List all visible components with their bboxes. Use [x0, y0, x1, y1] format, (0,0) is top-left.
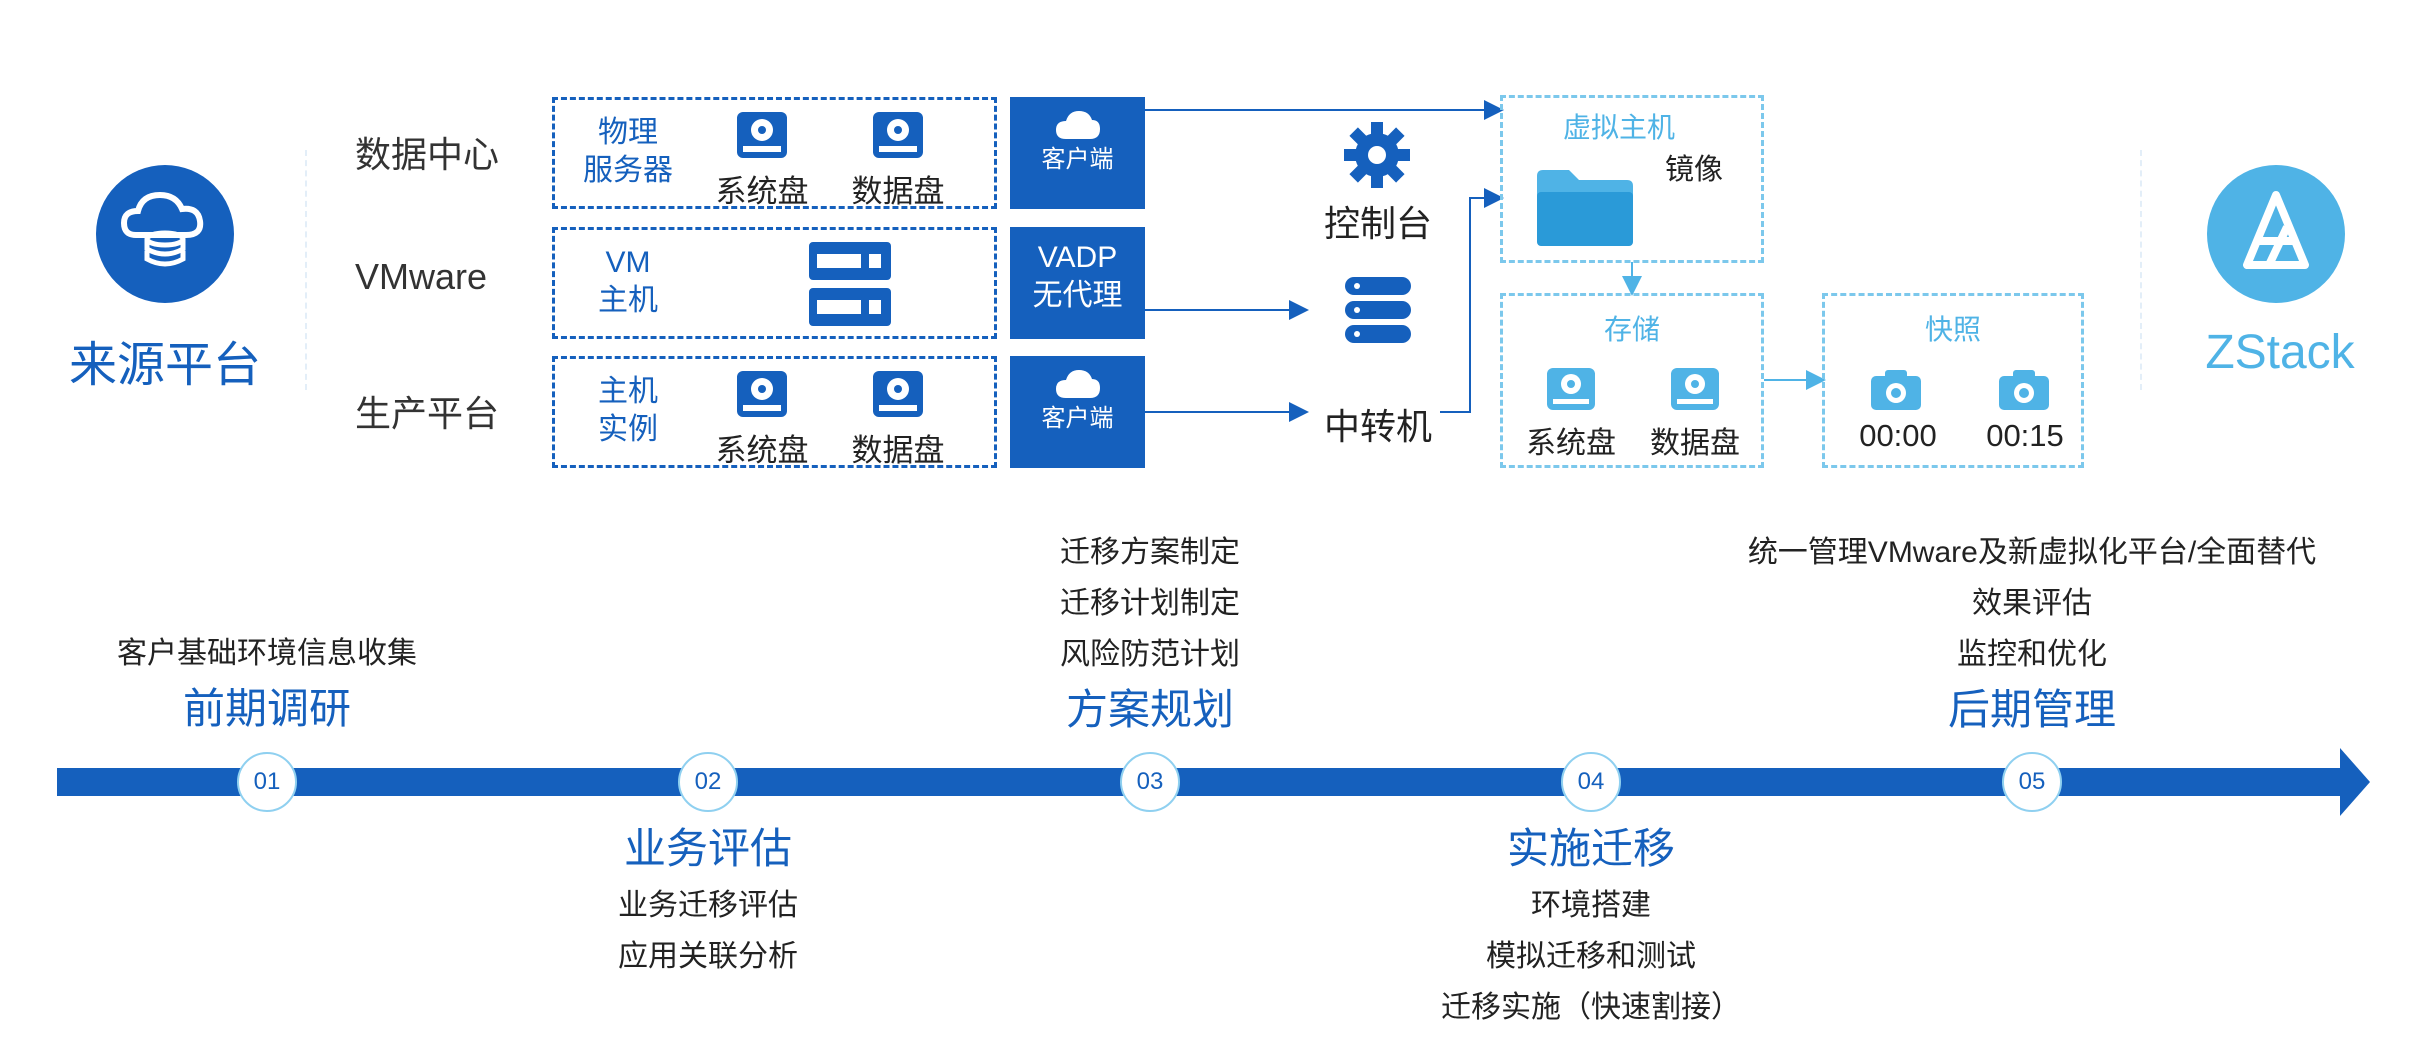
connection-lines — [1145, 100, 1826, 422]
step-node-04: 04 — [1561, 752, 1621, 812]
system-disk-icon — [737, 112, 787, 158]
step-node-01: 01 — [237, 752, 297, 812]
vadp-agent-box: VADP 无代理 — [1010, 227, 1145, 339]
step-desc: 客户基础环境信息收集 — [117, 637, 417, 670]
step-desc: 监控和优化 — [1957, 638, 2107, 671]
row-label-datacenter: 数据中心 — [355, 134, 500, 175]
step-desc: 效果评估 — [1972, 587, 2092, 620]
cloud-icon — [1056, 370, 1100, 398]
server-stack-icon — [1345, 277, 1411, 343]
data-disk-label: 数据盘 — [851, 433, 945, 468]
target-title: ZStack — [2205, 326, 2355, 379]
camera-icon — [1999, 370, 2049, 410]
vadp-agent-label: VADP 无代理 — [1032, 241, 1123, 312]
client-agent-box: 客户端 — [1010, 97, 1145, 209]
timeline-bar — [57, 768, 2357, 796]
row-label-vmware: VMware — [355, 256, 488, 297]
arrow-relay-to-vm — [1440, 188, 1504, 413]
step-04-block: 实施迁移 环境搭建 模拟迁移和测试 迁移实施（快速割接） — [1341, 815, 1841, 1033]
gear-icon — [1344, 122, 1410, 188]
console-label: 控制台 — [1323, 203, 1432, 244]
step-desc: 模拟迁移和测试 — [1486, 940, 1696, 973]
virtual-host-box: 虚拟主机 镜像 — [1500, 95, 1764, 263]
step-node-03: 03 — [1120, 752, 1180, 812]
step-01-block: 客户基础环境信息收集 前期调研 — [67, 628, 467, 736]
system-disk-label: 系统盘 — [715, 174, 809, 209]
server-rack-icon — [809, 242, 891, 326]
step-05-block: 统一管理VMware及新虚拟化平台/全面替代 效果评估 监控和优化 后期管理 — [1682, 527, 2382, 737]
step-node-02: 02 — [678, 752, 738, 812]
step-desc: 迁移实施（快速割接） — [1441, 991, 1741, 1024]
step-02-block: 业务评估 业务迁移评估 应用关联分析 — [508, 815, 908, 982]
divider-right — [2140, 150, 2142, 390]
target-platform: ZStack — [2175, 165, 2385, 405]
vm-host-label: VM 主机 — [598, 246, 658, 317]
data-disk-icon — [873, 371, 923, 417]
client-agent-label: 客户端 — [1041, 405, 1114, 432]
physical-server-box: 物理 服务器 系统盘 数据盘 — [552, 97, 997, 209]
snapshot-box: 快照 00:00 00:15 — [1822, 293, 2084, 468]
step-title: 方案规划 — [1065, 686, 1234, 733]
step-title: 前期调研 — [182, 685, 351, 732]
step-desc: 统一管理VMware及新虚拟化平台/全面替代 — [1747, 536, 2317, 569]
relay-label: 中转机 — [1323, 406, 1432, 447]
step-desc: 环境搭建 — [1531, 889, 1651, 922]
step-title: 实施迁移 — [1506, 825, 1675, 872]
physical-server-label: 物理 服务器 — [583, 116, 673, 187]
timeline-arrowhead — [2340, 748, 2370, 816]
data-disk-icon — [873, 112, 923, 158]
cloud-icon — [1056, 111, 1100, 139]
vm-host-box: VM 主机 — [552, 227, 997, 339]
storage-title: 存储 — [1603, 314, 1660, 345]
system-disk-icon — [1547, 368, 1595, 410]
step-desc: 业务迁移评估 — [618, 889, 798, 922]
virtual-host-title: 虚拟主机 — [1563, 112, 1676, 143]
data-disk-label: 数据盘 — [1650, 427, 1740, 460]
step-title: 后期管理 — [1947, 686, 2116, 733]
row-label-production: 生产平台 — [355, 393, 500, 434]
system-disk-label: 系统盘 — [715, 433, 809, 468]
step-node-05: 05 — [2002, 752, 2062, 812]
data-disk-label: 数据盘 — [851, 174, 945, 209]
step-desc: 应用关联分析 — [618, 940, 798, 973]
data-disk-icon — [1671, 368, 1719, 410]
cloud-database-icon — [96, 165, 234, 303]
step-desc: 迁移计划制定 — [1060, 587, 1240, 620]
host-instance-box: 主机 实例 系统盘 数据盘 — [552, 356, 997, 468]
step-desc: 风险防范计划 — [1060, 638, 1240, 671]
system-disk-icon — [737, 371, 787, 417]
host-instance-label: 主机 实例 — [598, 375, 658, 446]
source-title: 来源平台 — [68, 339, 261, 392]
snapshot-time-1: 00:00 — [1859, 418, 1937, 453]
client-agent-box: 客户端 — [1010, 356, 1145, 468]
folder-icon — [1537, 170, 1633, 246]
step-desc: 迁移方案制定 — [1060, 536, 1240, 569]
source-platform: 来源平台 — [50, 165, 280, 405]
client-agent-label: 客户端 — [1041, 146, 1114, 173]
system-disk-label: 系统盘 — [1526, 427, 1616, 460]
storage-box: 存储 系统盘 数据盘 — [1500, 293, 1764, 468]
image-label: 镜像 — [1665, 154, 1724, 186]
step-title: 业务评估 — [623, 825, 792, 872]
camera-icon — [1871, 370, 1921, 410]
zstack-logo-icon — [2207, 165, 2345, 303]
divider-left — [305, 150, 307, 390]
snapshot-title: 快照 — [1924, 314, 1981, 345]
snapshot-time-2: 00:15 — [1986, 418, 2064, 453]
step-03-block: 迁移方案制定 迁移计划制定 风险防范计划 方案规划 — [950, 527, 1350, 737]
